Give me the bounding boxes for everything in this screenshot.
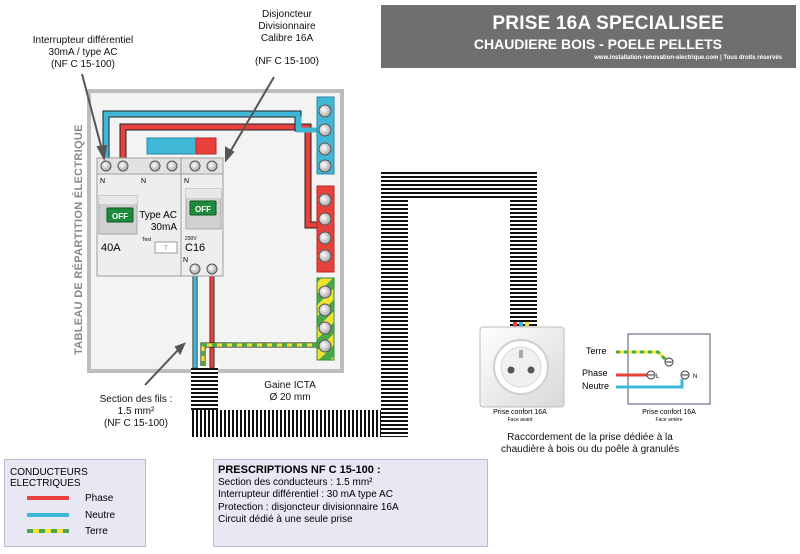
socket-back: Terre Phase Neutre L N Prise confort 16A… xyxy=(582,333,711,423)
label-raccordement-1: Raccordement de la prise dédiée à la xyxy=(507,432,673,443)
breaker-n-top: N xyxy=(184,178,189,185)
socket-front: Prise confort 16A Face avant xyxy=(479,322,565,423)
breaker-module: N OFF 230V C16 N xyxy=(180,157,224,277)
socket-back-label: Prise confort 16A xyxy=(642,409,696,416)
legend-swatch-phase xyxy=(27,496,69,500)
legend-label-phase: Phase xyxy=(85,493,114,504)
bridge-comb-red xyxy=(195,137,217,155)
terminal-bar-terre xyxy=(316,277,335,361)
socket-back-neutre-label: Neutre xyxy=(582,381,609,391)
label-disjoncteur-3: Calibre 16A xyxy=(261,33,314,44)
socket-pin-hole-right xyxy=(527,366,535,374)
label-gaine-2: Ø 20 mm xyxy=(269,392,310,403)
label-interrupteur-1: Interrupteur différentiel xyxy=(33,35,133,46)
rcd-rating: 40A xyxy=(101,242,121,254)
label-disjoncteur-4: (NF C 15-100) xyxy=(255,56,319,67)
label-gaine-1: Gaine ICTA xyxy=(264,380,316,391)
label-raccordement-2: chaudière à bois ou du poêle à granulés xyxy=(501,444,679,455)
socket-front-label: Prise confort 16A xyxy=(493,409,547,416)
rcd-test: Test xyxy=(142,237,152,243)
annotation-arrows xyxy=(81,73,275,386)
socket-back-phase-label: Phase xyxy=(582,368,608,378)
label-section-2: 1.5 mm² xyxy=(118,406,155,417)
terminal-bar-neutre xyxy=(316,96,335,175)
socket-back-n: N xyxy=(693,374,697,380)
bridge-comb-blue xyxy=(146,137,200,155)
prescriptions-box: PRESCRIPTIONS NF C 15-100 : Section des … xyxy=(213,459,488,547)
gaine-icta xyxy=(191,171,537,437)
phase-wire xyxy=(119,123,322,369)
rcd-module: N N OFF Type AC 30mA 40A Test T xyxy=(96,157,182,277)
prescription-line: Interrupteur différentiel : 30 mA type A… xyxy=(218,489,393,501)
legend-title: CONDUCTEURS ELECTRIQUES xyxy=(10,467,88,489)
breaker-voltage: 230V xyxy=(185,236,197,242)
prescriptions-title: PRESCRIPTIONS NF C 15-100 : xyxy=(218,464,381,476)
rcd-off-label: OFF xyxy=(112,212,128,221)
label-interrupteur-3: (NF C 15-100) xyxy=(51,59,115,70)
prescription-line: Protection : disjoncteur divisionnaire 1… xyxy=(218,501,399,513)
socket-earth-pin xyxy=(519,350,523,358)
breaker-off-label: OFF xyxy=(195,205,211,214)
title-line2: CHAUDIERE BOIS - POELE PELLETS xyxy=(473,36,722,52)
legend-label-neutre: Neutre xyxy=(85,510,116,521)
rcd-test-button[interactable] xyxy=(154,241,178,254)
label-disjoncteur-2: Divisionnaire xyxy=(258,21,316,32)
breaker-off-button[interactable] xyxy=(189,200,217,216)
legend-swatch-terre xyxy=(27,529,69,533)
rcd-off-button[interactable] xyxy=(106,207,134,223)
neutre-wire xyxy=(102,110,321,369)
label-section-1: Section des fils : xyxy=(100,394,173,405)
terminal-bar-phase xyxy=(316,185,335,273)
legend-label-terre: Terre xyxy=(85,526,108,537)
title-line1: PRISE 16A SPECIALISEE xyxy=(492,13,724,34)
rcd-type: Type AC xyxy=(139,210,177,221)
socket-back-terre-label: Terre xyxy=(586,346,607,356)
socket-back-sublabel: Face arrière xyxy=(656,417,683,423)
rcd-n-bottom: N xyxy=(141,178,146,185)
breaker-n-bottom: N xyxy=(183,257,188,264)
label-interrupteur-2: 30mA / type AC xyxy=(49,47,118,58)
title-website: www.installation-renovation-electrique.c… xyxy=(594,55,782,61)
rcd-sensitivity: 30mA xyxy=(151,222,177,233)
title-header: PRISE 16A SPECIALISEE CHAUDIERE BOIS - P… xyxy=(381,5,796,68)
terre-wire xyxy=(200,342,318,366)
breaker-rating: C16 xyxy=(185,242,205,254)
socket-pin-hole-left xyxy=(507,366,515,374)
prescription-line: Circuit dédié à une seule prise xyxy=(218,513,353,525)
legend-box: CONDUCTEURS ELECTRIQUES Phase Neutre Ter… xyxy=(4,459,146,547)
socket-back-l: L xyxy=(656,374,660,380)
legend-swatch-neutre xyxy=(27,513,69,517)
socket-front-sublabel: Face avant xyxy=(508,417,533,423)
board-title: TABLEAU DE RÉPARTITION ÉLECTRIQUE xyxy=(72,124,85,355)
rcd-test-t: T xyxy=(164,246,168,252)
rcd-n-top: N xyxy=(100,178,105,185)
prescription-line: Section des conducteurs : 1.5 mm² xyxy=(218,477,373,489)
label-disjoncteur-1: Disjoncteur xyxy=(262,9,313,20)
label-section-3: (NF C 15-100) xyxy=(104,418,168,429)
